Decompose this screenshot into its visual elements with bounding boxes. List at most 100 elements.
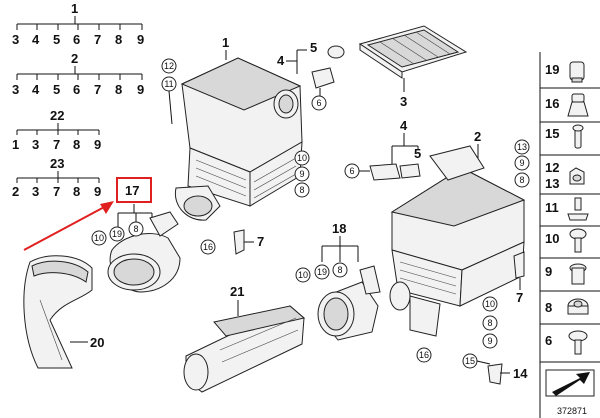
callout-20: 20 — [90, 335, 104, 350]
callout-circle[interactable] — [294, 150, 310, 166]
callout-circle[interactable] — [314, 264, 330, 280]
callout-11: 11 — [164, 79, 173, 89]
parts-list-row[interactable]: 6 — [545, 330, 588, 355]
callout-8: 8 — [337, 265, 342, 275]
bushing-icon — [569, 263, 587, 285]
parts-list-row[interactable]: 19 — [545, 61, 585, 83]
callout-circle[interactable] — [332, 262, 348, 278]
parts-list-row[interactable]: 15 — [545, 124, 584, 149]
callout-circle[interactable] — [161, 58, 177, 74]
callout-circle[interactable] — [482, 296, 498, 312]
diagram-id: 372871 — [557, 406, 587, 416]
callout-1: 1 — [222, 35, 229, 50]
callout-8: 8 — [487, 318, 492, 328]
callout-circle[interactable] — [482, 315, 498, 331]
callout-17: 17 — [125, 183, 139, 198]
legend-row: 2 3 7 8 9 — [12, 178, 101, 199]
legend-tree: 1 3 4 5 6 7 8 9 2 3 4 5 6 7 8 9 22 1 — [12, 1, 144, 199]
callout-circle[interactable] — [482, 333, 498, 349]
grommet-ring-icon — [567, 298, 589, 315]
callout-10: 10 — [297, 153, 307, 163]
callout-7: 7 — [257, 234, 264, 249]
legend-group-label: 22 — [50, 108, 64, 123]
callout-circle[interactable] — [514, 155, 530, 171]
highlight-box — [116, 177, 152, 203]
legend-item: 4 — [32, 32, 40, 47]
callout-circle[interactable] — [128, 221, 144, 237]
pin-clip-icon — [572, 124, 584, 149]
callout-18: 18 — [332, 221, 346, 236]
bracket-7 — [513, 251, 525, 279]
legend-item: 3 — [32, 137, 39, 152]
intake-duct-17 — [107, 211, 181, 293]
legend-item: 3 — [12, 32, 19, 47]
legend-item: 3 — [12, 82, 19, 97]
legend-item: 9 — [94, 137, 101, 152]
arrow-indicator-icon — [545, 369, 595, 397]
callout-circle[interactable] — [91, 230, 107, 246]
callout-circle[interactable] — [294, 166, 310, 182]
parts-list-row[interactable]: 12 13 — [545, 160, 585, 191]
callout-circle[interactable] — [514, 139, 530, 155]
callout-16: 16 — [203, 242, 213, 252]
legend-item: 2 — [12, 184, 19, 199]
legend-item: 8 — [73, 184, 80, 199]
callout-circle[interactable] — [416, 347, 432, 363]
highlight-callout-17[interactable]: 17 — [23, 177, 152, 251]
legend-group-label: 1 — [71, 1, 78, 16]
red-arrow-line — [23, 204, 109, 251]
rubber-mount-icon — [567, 93, 589, 117]
callout-21: 21 — [230, 284, 244, 299]
o-ring — [327, 45, 345, 59]
legend-row: 3 4 5 6 7 8 9 — [12, 24, 144, 47]
parts-list-row[interactable]: 11 — [545, 197, 589, 221]
legend-item: 5 — [53, 82, 60, 97]
legend-item: 8 — [73, 137, 80, 152]
sensor-part — [311, 67, 335, 89]
bracket-7 — [233, 229, 245, 255]
sensor-part — [369, 163, 401, 181]
callout-circle[interactable] — [200, 239, 216, 255]
filter-housing-2 — [389, 145, 526, 337]
parts-list-number: 10 — [545, 231, 559, 246]
legend-item: 9 — [137, 32, 144, 47]
legend-item: 9 — [94, 184, 101, 199]
legend-item: 7 — [53, 137, 60, 152]
parts-list-row[interactable]: 16 — [545, 93, 589, 117]
callout-9: 9 — [519, 158, 524, 168]
filter-element-3 — [358, 25, 468, 79]
legend-item: 7 — [53, 184, 60, 199]
callout-10: 10 — [94, 233, 104, 243]
parts-list-row[interactable]: 10 — [545, 228, 587, 253]
callout-5: 5 — [414, 146, 421, 161]
callout-14: 14 — [513, 366, 528, 381]
bracket-14 — [487, 363, 503, 385]
callout-circle[interactable] — [514, 172, 530, 188]
callout-circle[interactable] — [311, 95, 327, 111]
legend-item: 8 — [115, 82, 122, 97]
parts-list-number: 6 — [545, 333, 552, 348]
callout-7: 7 — [516, 290, 523, 305]
callout-19: 19 — [317, 267, 327, 277]
callout-circle[interactable] — [294, 182, 310, 198]
legend-item: 8 — [115, 32, 122, 47]
callout-12: 12 — [164, 61, 174, 71]
air-mass-meter-18 — [317, 265, 381, 341]
callout-circle[interactable] — [295, 267, 311, 283]
legend-item: 1 — [12, 137, 19, 152]
parts-list-number: 11 — [545, 200, 559, 215]
legend-item: 6 — [73, 32, 80, 47]
callout-circle[interactable] — [109, 226, 125, 242]
callout-6: 6 — [349, 166, 354, 176]
callout-4: 4 — [277, 53, 285, 68]
grommet-icon — [569, 167, 585, 185]
callout-3: 3 — [400, 94, 407, 109]
parts-list-row[interactable]: 9 — [545, 263, 587, 285]
callout-9: 9 — [487, 336, 492, 346]
bolt-stud-icon — [567, 197, 589, 221]
callout-8: 8 — [519, 175, 524, 185]
red-arrow-head-icon — [100, 201, 114, 214]
parts-list-row[interactable]: 8 — [545, 298, 589, 315]
filter-housing-1 — [174, 57, 303, 221]
legend-row: 3 4 5 6 7 8 9 — [12, 74, 144, 97]
